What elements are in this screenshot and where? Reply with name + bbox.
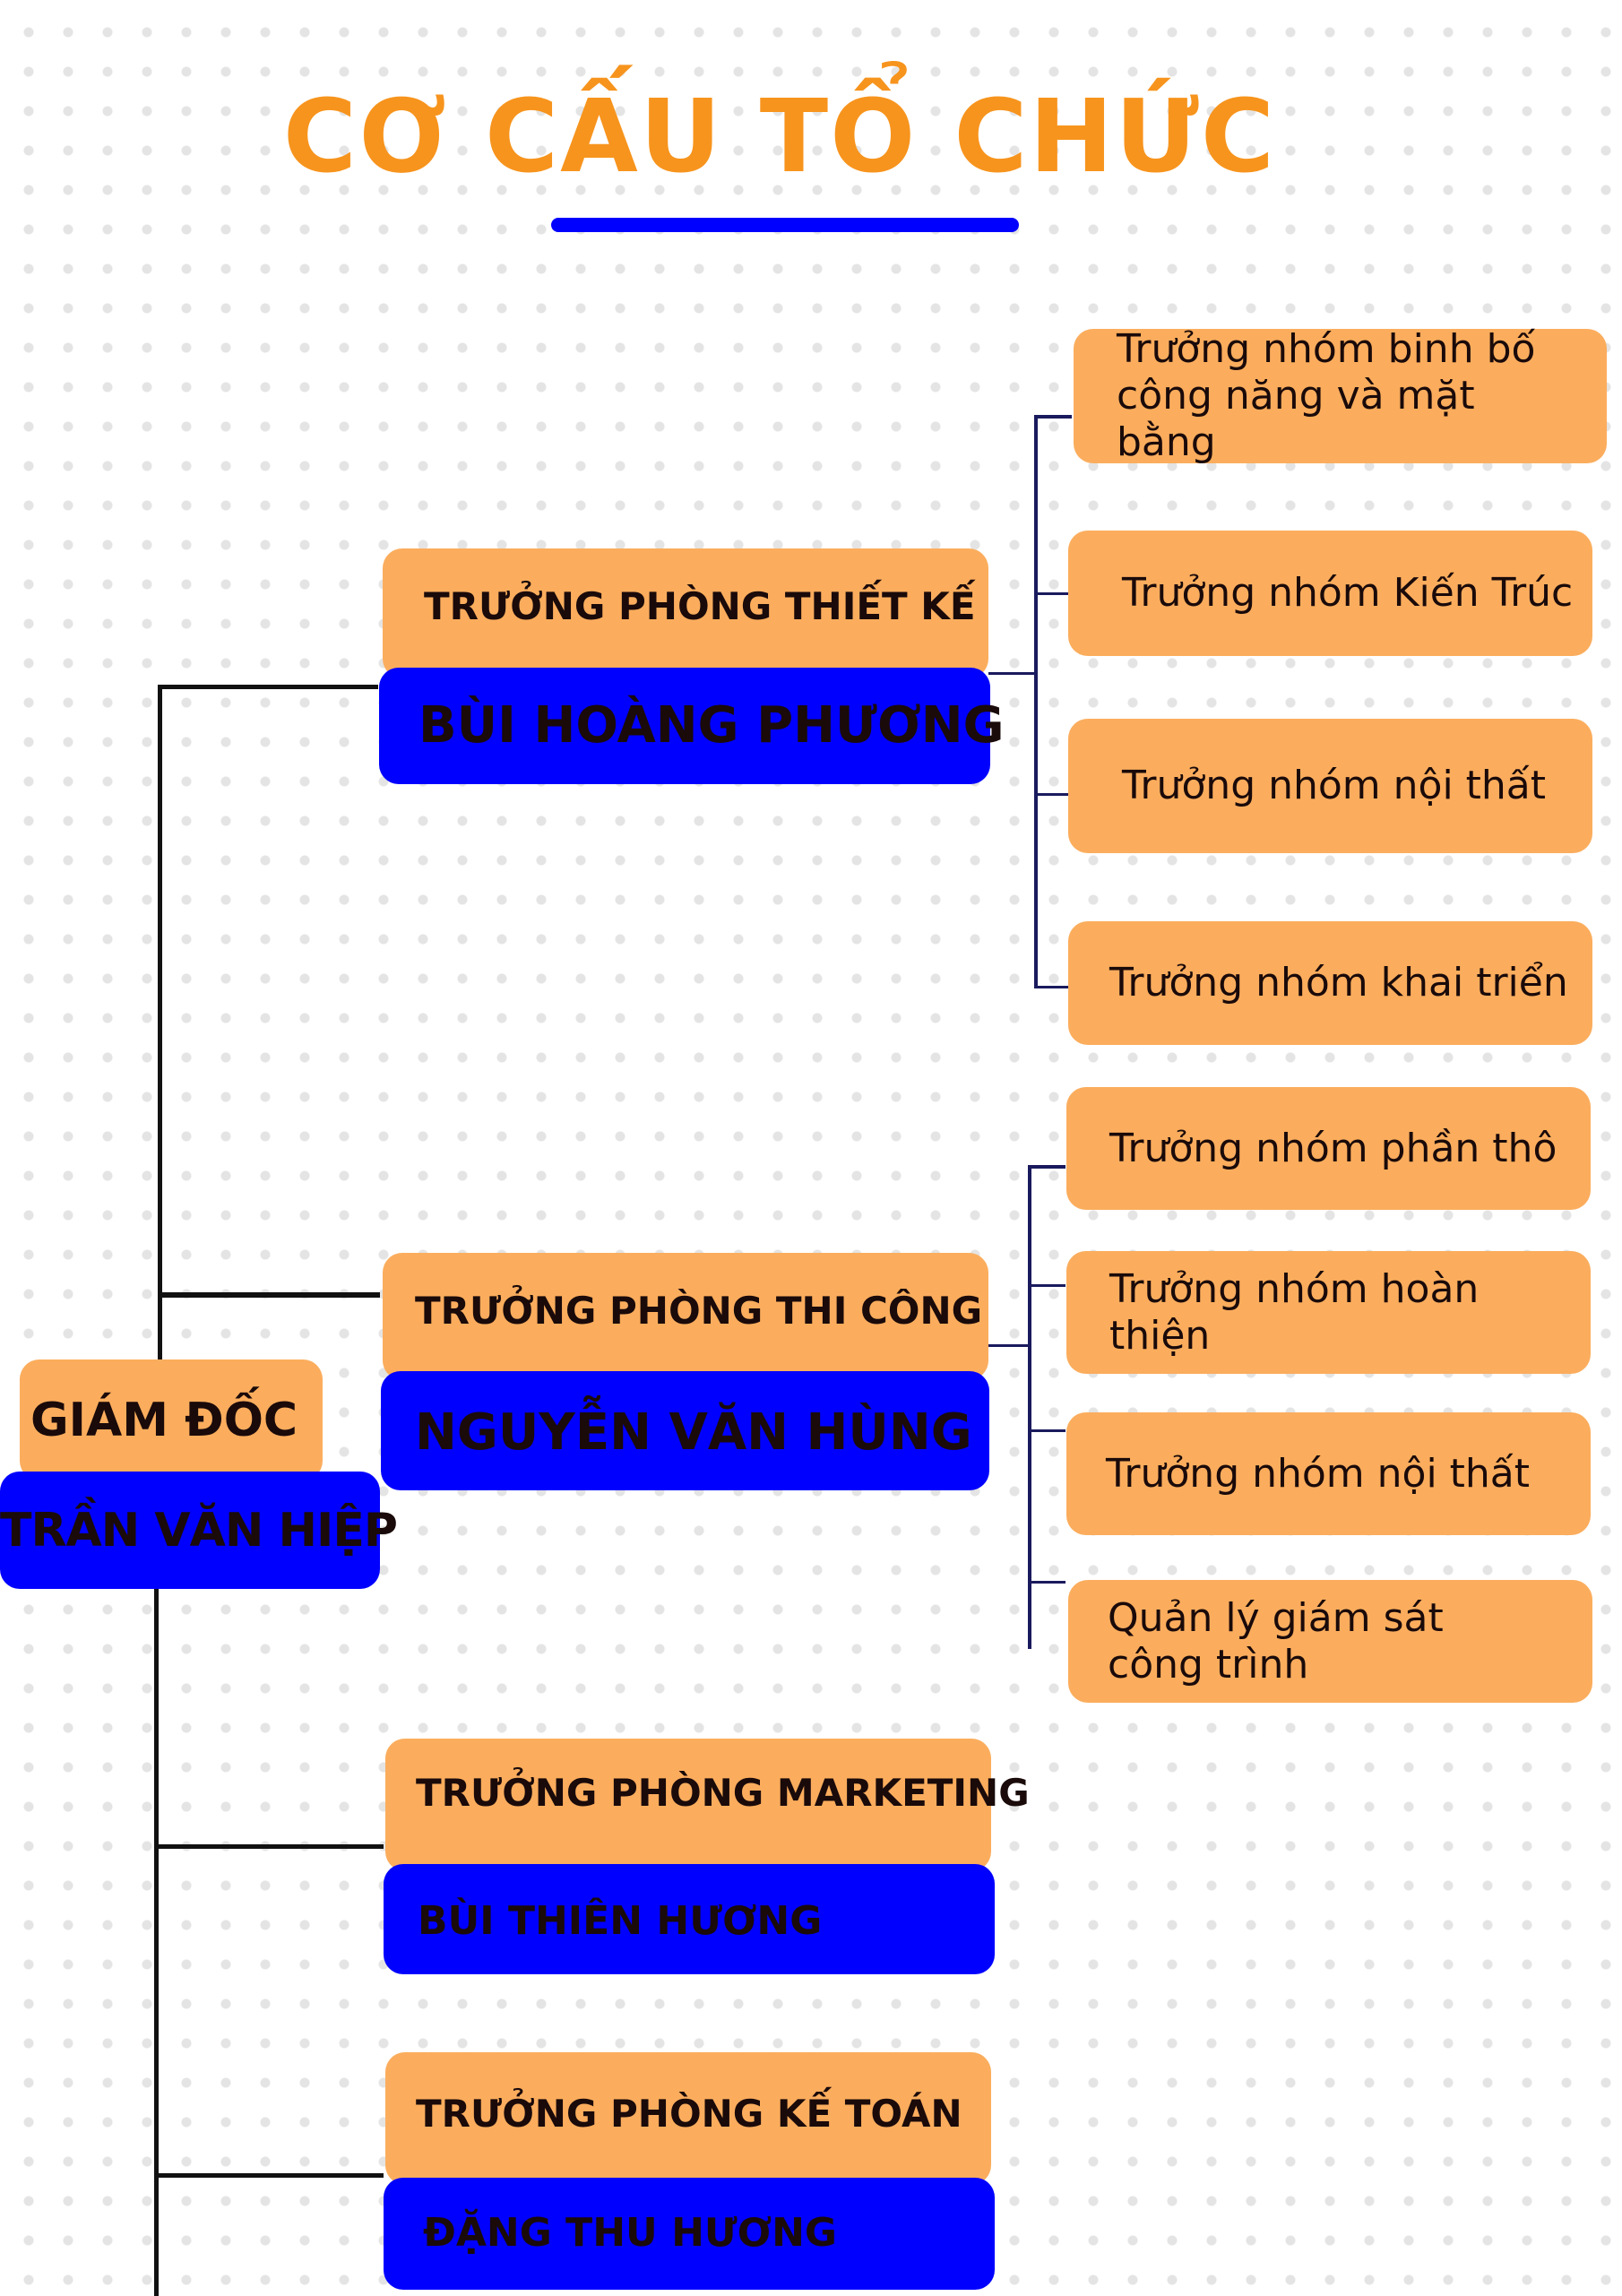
dept-construction-role: TRƯỞNG PHÒNG THI CÔNG [415,1289,983,1333]
dept-accounting-role-box: TRƯỞNG PHÒNG KẾ TOÁN [385,2052,991,2185]
director-role: GIÁM ĐỐC [30,1394,298,1447]
team-trunk-design [1034,415,1038,988]
dept-design-role: TRƯỞNG PHÒNG THIẾT KẾ [424,584,976,628]
team-label: Trưởng nhóm nội thất [1122,763,1547,808]
connector-design [158,685,378,689]
trunk-line-lower [154,1588,159,2296]
team-link-6 [1028,1284,1066,1287]
team-link-5 [1028,1165,1066,1169]
title-underline [551,218,1019,232]
team-label: Trưởng nhóm khai triển [1109,960,1568,1006]
team-link-7 [1028,1429,1066,1432]
dept-design-role-box: TRƯỞNG PHÒNG THIẾT KẾ [383,548,988,678]
dept-design-name-box: BÙI HOÀNG PHƯƠNG [379,668,1005,784]
team-link-3 [1034,793,1068,796]
construction-to-teams [986,1344,1031,1347]
dept-marketing-role: TRƯỞNG PHÒNG MARKETING [416,1771,1030,1815]
team-box: Trưởng nhóm Kiến Trúc [1068,531,1592,656]
dept-marketing-name: BÙI THIÊN HƯƠNG [418,1898,823,1944]
dept-accounting-name: ĐẶNG THU HƯƠNG [423,2210,838,2256]
team-link-8 [1028,1581,1066,1584]
team-link-1 [1034,415,1072,419]
team-trunk-design-top [1034,415,1038,675]
dept-design-name: BÙI HOÀNG PHƯƠNG [418,696,1005,755]
team-label: Trưởng nhóm binh bố công năng và mặt bằn… [1117,326,1536,465]
dept-marketing-role-box: TRƯỞNG PHÒNG MARKETING [385,1739,1030,1871]
dept-marketing-name-box: BÙI THIÊN HƯƠNG [384,1864,995,1974]
team-trunk-construction [1028,1165,1031,1649]
dept-construction-name-box: NGUYỄN VĂN HÙNG [381,1371,989,1490]
team-label: Trưởng nhóm Kiến Trúc [1122,570,1574,616]
team-link-4 [1034,986,1068,988]
team-box: Trưởng nhóm nội thất [1066,1412,1591,1535]
design-to-teams [988,672,1038,675]
team-label: Quản lý giám sát công trình [1108,1594,1444,1687]
team-box: Trưởng nhóm khai triển [1068,921,1592,1045]
team-label: Trưởng nhóm nội thất [1106,1450,1531,1497]
trunk-line-upper [158,685,162,1361]
director-name-box: TRẦN VĂN HIỆP [0,1472,398,1589]
connector-construction [160,1292,380,1298]
team-label: Trưởng nhóm phần thô [1109,1125,1557,1171]
dept-accounting-name-box: ĐẶNG THU HƯƠNG [384,2178,995,2290]
director-name: TRẦN VĂN HIỆP [0,1504,398,1558]
connector-accounting [154,2173,384,2178]
dept-accounting-role: TRƯỞNG PHÒNG KẾ TOÁN [416,2092,962,2136]
team-box: Trưởng nhóm nội thất [1068,719,1592,853]
team-box: Trưởng nhóm phần thô [1066,1087,1591,1210]
team-link-2 [1034,592,1068,595]
dept-construction-name: NGUYỄN VĂN HÙNG [415,1403,972,1462]
connector-marketing [154,1844,384,1849]
team-box: Quản lý giám sát công trình [1068,1580,1592,1703]
page-title: CƠ CẤU TỔ CHỨC [282,79,1277,195]
team-box: Trưởng nhóm hoàn thiện [1066,1251,1591,1374]
director-role-box: GIÁM ĐỐC [20,1359,323,1480]
team-label: Trưởng nhóm hoàn thiện [1109,1265,1480,1359]
team-box: Trưởng nhóm binh bố công năng và mặt bằn… [1074,326,1607,465]
dept-construction-role-box: TRƯỞNG PHÒNG THI CÔNG [383,1253,988,1380]
